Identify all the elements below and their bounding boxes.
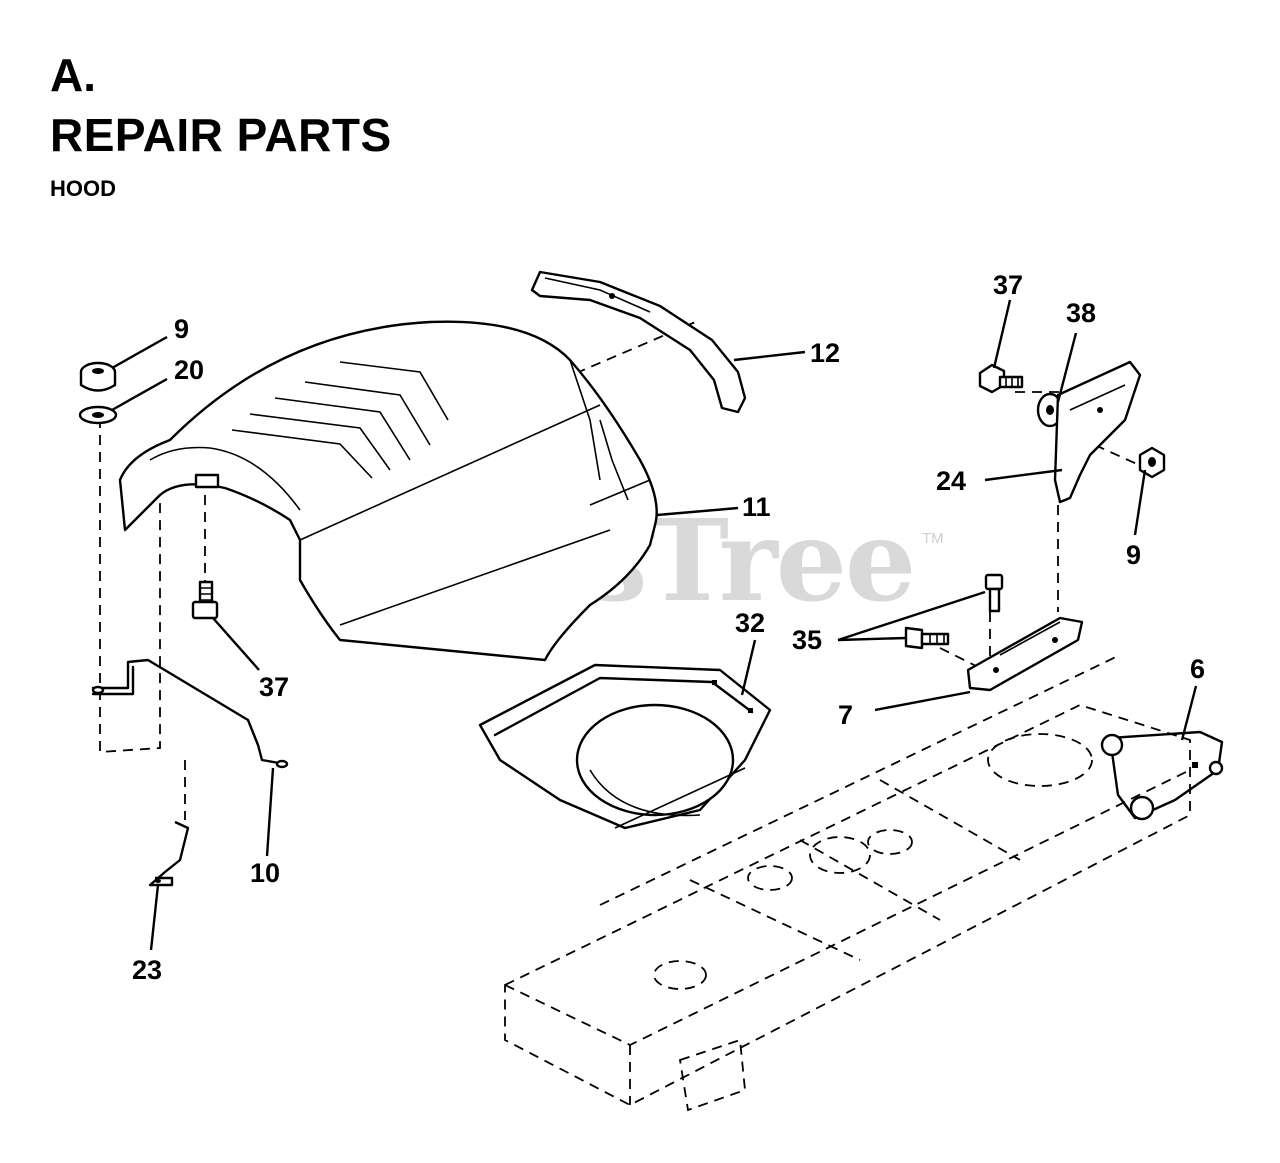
callout-37: 37 <box>993 270 1024 300</box>
mount-bracket-part-7 <box>966 616 1084 692</box>
frame-reference-outline <box>504 654 1191 1112</box>
callout-leaders <box>111 299 1198 951</box>
callout-7: 7 <box>838 700 854 730</box>
bolt-part-37-right <box>978 363 1024 394</box>
callout-38: 38 <box>1066 298 1097 328</box>
callout-12: 12 <box>810 338 841 368</box>
hex-nut-part-9 <box>79 361 117 392</box>
callout-32: 32 <box>735 608 766 638</box>
hood-strip-part-12 <box>530 270 747 414</box>
callout-37: 37 <box>259 672 290 702</box>
pivot-bracket-part-6 <box>1100 730 1224 821</box>
washer-part-20 <box>78 405 118 425</box>
callout-20: 20 <box>174 355 205 385</box>
hood-part-11 <box>118 320 658 662</box>
base-pan-part-32 <box>478 663 772 830</box>
watermark-trademark: TM <box>922 530 944 547</box>
bolt-part-37-left <box>191 580 219 620</box>
hood-vents <box>231 361 449 479</box>
callout-24: 24 <box>936 466 967 496</box>
bolts-part-35 <box>904 573 1004 650</box>
assembly-guide-lines <box>99 319 1151 820</box>
section-letter: A. <box>50 49 96 101</box>
clip-bracket-part-23 <box>148 820 190 887</box>
callout-10: 10 <box>250 858 281 888</box>
hex-nut-part-9-right <box>1138 446 1166 479</box>
page-title: REPAIR PARTS <box>50 109 392 161</box>
callout-9: 9 <box>1126 540 1142 570</box>
bracket-part-24 <box>1053 360 1142 504</box>
callout-9: 9 <box>174 314 190 344</box>
callout-35: 35 <box>792 625 823 655</box>
callout-11: 11 <box>742 492 771 522</box>
callout-23: 23 <box>132 955 163 985</box>
page-subtitle: HOOD <box>50 176 116 201</box>
callout-6: 6 <box>1190 654 1206 684</box>
support-rod-part-10 <box>91 658 289 769</box>
